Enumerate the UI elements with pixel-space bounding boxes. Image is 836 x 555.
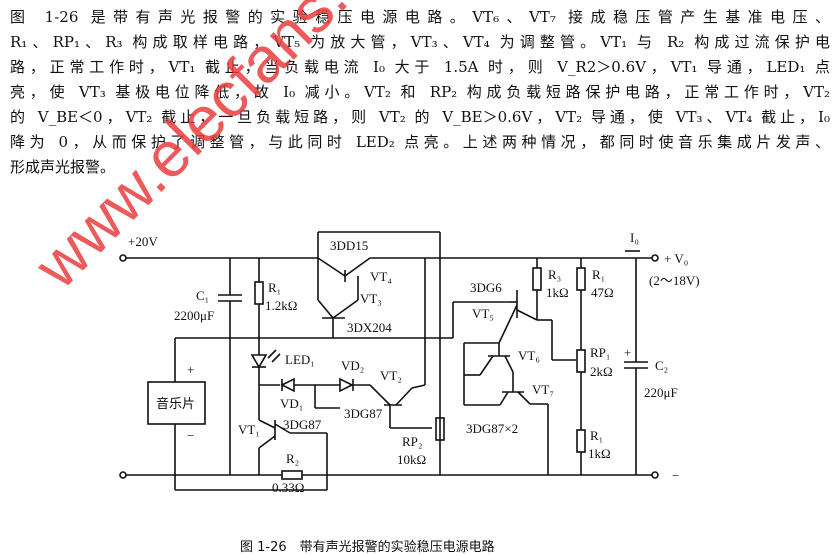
label-c1: C₁ bbox=[196, 288, 209, 303]
label-vt2-type: 3DG87 bbox=[344, 406, 383, 421]
label-music-plus: + bbox=[187, 362, 194, 377]
label-r2-value: 0.33Ω bbox=[272, 480, 304, 495]
label-vt1: VT₁ bbox=[238, 422, 260, 437]
paragraph-line: 亮，使 VT₃ 基极电位降低，故 I₀ 减小。VT₂ 和 RP₂ 构成负载短路保… bbox=[10, 83, 830, 101]
label-vt1-type: 3DG87 bbox=[283, 417, 322, 432]
label-rp2-value: 10kΩ bbox=[397, 452, 426, 467]
label-rp1-value: 2kΩ bbox=[590, 364, 613, 379]
label-vd1: VD₁ bbox=[280, 396, 303, 411]
body-paragraph: 图 1-26 是带有声光报警的实验稳压电源电路。VT₆、VT₇ 接成稳压管产生基… bbox=[10, 5, 830, 180]
label-r-bottom-value: 1kΩ bbox=[588, 446, 611, 461]
label-r2: R₂ bbox=[286, 451, 299, 466]
label-c2-value: 220μF bbox=[644, 385, 678, 400]
label-3dd15: 3DD15 bbox=[330, 238, 368, 253]
label-vd2: VD₂ bbox=[341, 358, 364, 373]
paragraph-line: 降为 0，从而保护了调整管，与此同时 LED₂ 点亮。上述两种情况，都同时使音乐… bbox=[10, 133, 830, 151]
label-vt67-type: 3DG87×2 bbox=[466, 421, 518, 436]
label-vt4: VT₄ bbox=[370, 269, 392, 284]
label-vt7: VT₇ bbox=[532, 382, 554, 397]
label-r1-out: R₁ bbox=[592, 267, 605, 282]
label-vt2: VT₂ bbox=[380, 368, 402, 383]
label-vt6: VT₆ bbox=[518, 348, 540, 363]
label-rp2: RP₂ bbox=[402, 434, 422, 449]
label-r1-value: 1.2kΩ bbox=[265, 298, 297, 313]
label-3dg6: 3DG6 bbox=[470, 280, 502, 295]
label-io: I₀ bbox=[630, 230, 639, 245]
label-r1: R₁ bbox=[268, 280, 281, 295]
label-vo: + V₀ bbox=[664, 251, 688, 266]
label-vt3: VT₃ bbox=[360, 291, 382, 306]
paragraph-line: 形成声光报警。 bbox=[10, 158, 116, 176]
paragraph-line: 的 V_BE＜0，VT₂ 截止，一旦负载短路，则 VT₂ 的 V_BE＞0.6V… bbox=[10, 108, 830, 126]
circuit-wires bbox=[119, 231, 659, 491]
label-c2: C₂ bbox=[655, 358, 668, 373]
label-r1-out-value: 47Ω bbox=[591, 285, 614, 300]
paragraph-line: 图 1-26 是带有声光报警的实验稳压电源电路。VT₆、VT₇ 接成稳压管产生基… bbox=[10, 8, 830, 26]
circuit-labels: +20V C₁ 2200μF R₁ 1.2kΩ 3DD15 VT₄ VT₃ 3D… bbox=[128, 230, 700, 495]
label-out-minus: − bbox=[672, 468, 679, 483]
label-led1: LED₁ bbox=[285, 352, 315, 367]
label-music-chip: 音乐片 bbox=[156, 396, 195, 411]
label-c1-value: 2200μF bbox=[174, 308, 214, 323]
label-3dx204: 3DX204 bbox=[347, 320, 392, 335]
label-r3-value: 1kΩ bbox=[546, 285, 569, 300]
label-r3: R₃ bbox=[548, 267, 561, 282]
label-r-bottom: R₁ bbox=[590, 428, 603, 443]
label-vin: +20V bbox=[128, 234, 158, 249]
figure-caption: 图 1-26 带有声光报警的实验稳压电源电路 bbox=[240, 540, 495, 555]
label-c2-plus: + bbox=[624, 345, 631, 360]
paragraph-line: R₁、RP₁、R₃ 构成取样电路，VT₅ 为放大管，VT₃、VT₄ 为调整管。V… bbox=[10, 33, 830, 51]
paragraph-line: 路，正常工作时，VT₁ 截止，当负载电流 I₀ 大于 1.5A 时，则 V_R2… bbox=[10, 58, 830, 76]
label-vo-range: (2～18V) bbox=[649, 273, 700, 288]
label-music-minus: − bbox=[187, 428, 194, 443]
label-rp1: RP₁ bbox=[590, 345, 610, 360]
label-vt5: VT₅ bbox=[472, 306, 494, 321]
